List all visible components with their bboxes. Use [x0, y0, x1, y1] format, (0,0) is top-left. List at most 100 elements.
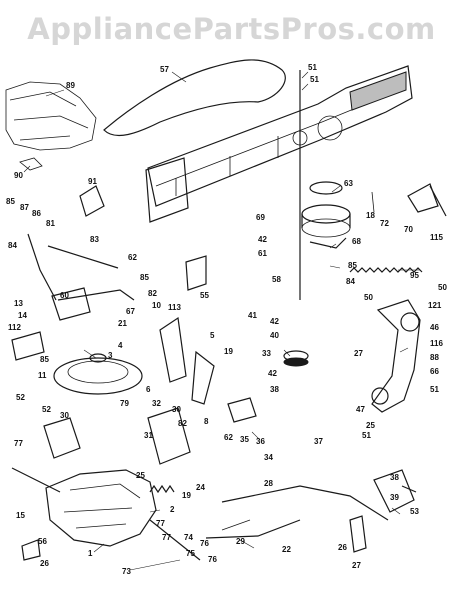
callout-label: 74 — [184, 533, 193, 542]
seat-outline — [5, 81, 97, 151]
callout-label: 85 — [140, 273, 149, 282]
bracket-18 — [371, 191, 375, 213]
pulley-3-inner — [67, 360, 129, 384]
callout-label: 36 — [256, 437, 265, 446]
callout-label: 62 — [224, 433, 233, 442]
callout-label: 60 — [60, 291, 69, 300]
callout-label: 30 — [60, 411, 69, 420]
frame-hole — [317, 115, 343, 141]
callout-label: 24 — [196, 483, 205, 492]
callout-label: 50 — [364, 293, 373, 302]
lever-19 — [191, 350, 215, 405]
callout-labels: 57 89 91 90 51 51 63 18 72 70 115 69 42 … — [6, 63, 447, 576]
callout-label: 61 — [258, 249, 267, 258]
callout-label: 8 — [204, 417, 209, 426]
callout-label: 28 — [264, 479, 273, 488]
callout-label: 39 — [390, 493, 399, 502]
callout-label: 53 — [410, 507, 419, 516]
idler-pivot — [400, 312, 420, 332]
rod-29 — [221, 519, 251, 531]
callout-label: 10 — [152, 301, 161, 310]
callout-label: 68 — [352, 237, 361, 246]
callout-label: 84 — [8, 241, 17, 250]
callout-label: 73 — [122, 567, 131, 576]
callout-label: 91 — [88, 177, 97, 186]
callout-label: 1 — [88, 549, 93, 558]
main-frame-inner — [155, 89, 401, 196]
callout-label: 22 — [282, 545, 291, 554]
bracket-55 — [185, 255, 207, 291]
callout-label: 29 — [236, 537, 245, 546]
bracket-85 — [11, 331, 45, 361]
callout-label: 18 — [366, 211, 375, 220]
callout-label: 35 — [240, 435, 249, 444]
callout-label: 51 — [308, 63, 317, 72]
rod-115 — [429, 185, 447, 217]
callout-label: 79 — [120, 399, 129, 408]
callout-label: 82 — [148, 289, 157, 298]
callout-label: 38 — [270, 385, 279, 394]
callout-label: 51 — [430, 385, 439, 394]
bracket-66 — [309, 237, 347, 249]
callout-label: 25 — [366, 421, 375, 430]
bracket-113 — [159, 316, 187, 383]
frame-hatch — [349, 71, 407, 111]
callout-label: 115 — [430, 233, 443, 242]
callout-label: 19 — [224, 347, 233, 356]
callout-label: 56 — [38, 537, 47, 546]
callout-label: 11 — [38, 371, 47, 380]
callout-label: 66 — [430, 367, 439, 376]
callout-label: 27 — [352, 561, 361, 570]
pulley-63 — [301, 204, 351, 224]
rod-28 — [221, 485, 389, 521]
callout-label: 76 — [200, 539, 209, 548]
drive-belt — [103, 59, 286, 137]
callout-label: 47 — [356, 405, 365, 414]
callout-label: 30 — [172, 405, 181, 414]
callout-label: 50 — [438, 283, 447, 292]
rod-39 — [401, 485, 417, 493]
transaxle-1 — [45, 469, 157, 547]
callout-label: 88 — [430, 353, 439, 362]
callout-label: 63 — [344, 179, 353, 188]
axle — [11, 467, 201, 561]
callout-label: 69 — [256, 213, 265, 222]
spring-95 — [349, 267, 423, 273]
callout-label: 5 — [210, 331, 215, 340]
seat-detail — [9, 91, 89, 141]
callout-label: 19 — [182, 491, 191, 500]
callout-label: 41 — [248, 311, 257, 320]
callout-label: 57 — [160, 65, 169, 74]
shield-91 — [79, 185, 105, 217]
pulley-3-hub — [89, 353, 107, 363]
callout-label: 15 — [16, 511, 25, 520]
callout-label: 76 — [208, 555, 217, 564]
callout-label: 121 — [428, 301, 442, 310]
callout-label: 42 — [268, 369, 277, 378]
rod-22 — [205, 519, 301, 539]
main-frame — [147, 65, 413, 207]
clip-90 — [19, 157, 43, 171]
callout-label: 95 — [410, 271, 419, 280]
tube-62 — [227, 397, 257, 423]
shift-rod — [27, 233, 57, 301]
callout-label: 52 — [16, 393, 25, 402]
callout-label: 82 — [178, 419, 187, 428]
callout-label: 81 — [46, 219, 55, 228]
callout-label: 38 — [390, 473, 399, 482]
callout-label: 40 — [270, 331, 279, 340]
callout-label: 55 — [200, 291, 209, 300]
callout-label: 85 — [40, 355, 49, 364]
bracket-53 — [373, 469, 415, 513]
callout-label: 31 — [144, 431, 153, 440]
callout-label: 26 — [338, 543, 347, 552]
callout-label: 85 — [6, 197, 15, 206]
callout-label: 85 — [348, 261, 357, 270]
callout-label: 33 — [262, 349, 271, 358]
callout-label: 26 — [40, 559, 49, 568]
callout-label: 116 — [430, 339, 443, 348]
callout-label: 6 — [146, 385, 151, 394]
callout-label: 89 — [66, 81, 75, 90]
callout-label: 4 — [118, 341, 123, 350]
